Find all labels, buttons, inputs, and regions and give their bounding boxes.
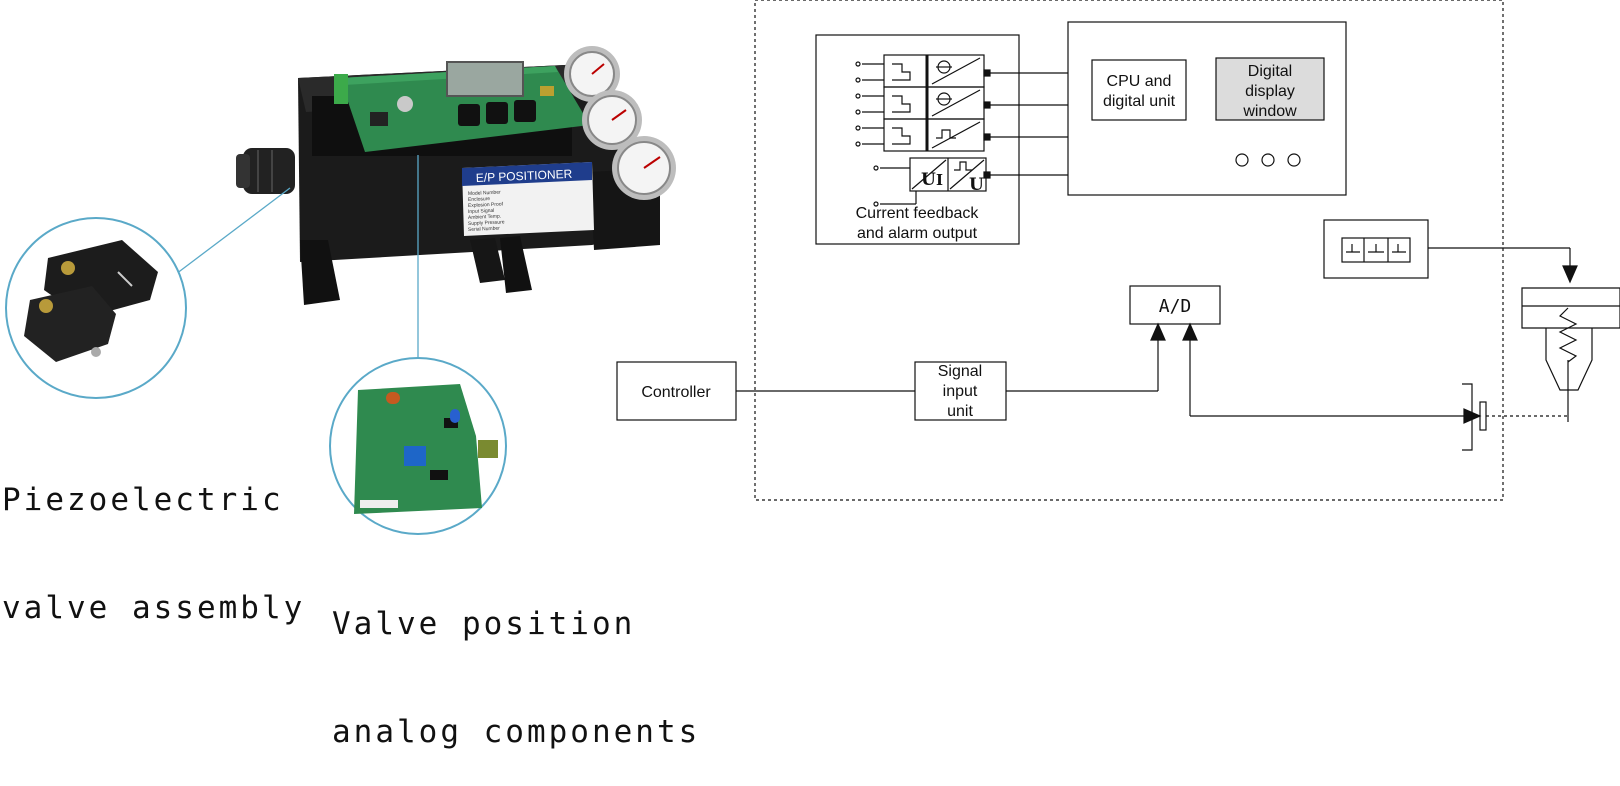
indicator-3 [1287,153,1301,167]
cpu-box [1091,59,1187,121]
cpu-label-line1: CPU and [1107,73,1172,90]
valve-actuator [1521,287,1620,422]
product-label-field: Enclosure [468,196,491,203]
leader-line-piezo [175,187,291,275]
piezo-block [1323,219,1429,279]
piezo-valve-detail [5,217,187,399]
product-label-field: Explosion Proof [468,201,504,209]
product-label-field: Ambient Temp. [468,214,501,221]
ad-box [1129,285,1221,325]
io-box [815,34,1020,245]
product-label-field: Model Number [468,190,501,197]
product-label-field: Input Signal [468,208,495,215]
piezo-caption-line2: valve assembly [2,590,306,626]
signal-input-line1: Signal [938,363,982,380]
display-box [1215,57,1325,121]
positioner-photo: E/P POSITIONER Model NumberEnclosureExpl… [236,46,676,305]
converter-letter-u-out: U [969,175,984,195]
piezo-caption-line1: Piezoelectric [2,482,284,518]
block-diagram [616,0,1620,501]
signal-input-line2: input [943,383,978,400]
feedback-caption-line1: Current feedback [856,205,980,222]
product-label-field: Serial Number [468,226,501,233]
analog-caption-line2: analog components [332,714,701,750]
analog-caption: Valve position analog components [332,534,700,786]
converter-letter-u-in: U [921,170,936,190]
input-modules [855,54,985,152]
analog-pcb-detail [329,357,507,535]
controller-unit-box [1067,21,1347,196]
feedback-caption-line2: and alarm output [857,225,978,242]
product-label-title: E/P POSITIONER [476,167,573,185]
indicator-2 [1261,153,1275,167]
cpu-label-line2: digital unit [1103,93,1176,110]
controller-label: Controller [641,384,711,401]
pressure-gauge-2 [582,90,642,150]
product-label-field: Supply Pressure [468,219,505,227]
diagram-labels: U I U Current feedback and alarm output … [641,63,1297,420]
ad-label: A/D [1159,296,1192,317]
display-label-line3: window [1242,103,1297,120]
positioner-boundary [754,0,1504,501]
piezo-caption: Piezoelectric valve assembly [2,410,305,662]
converter-letter-i: I [936,171,943,189]
indicator-1 [1235,153,1249,167]
signal-input-line3: unit [947,403,973,420]
display-label-line1: Digital [1248,63,1292,80]
display-label-line2: display [1245,83,1295,100]
ui-converter [873,157,987,207]
pressure-gauge-1 [564,46,620,102]
analog-caption-line1: Valve position [332,606,636,642]
pressure-gauge-3 [612,136,676,200]
